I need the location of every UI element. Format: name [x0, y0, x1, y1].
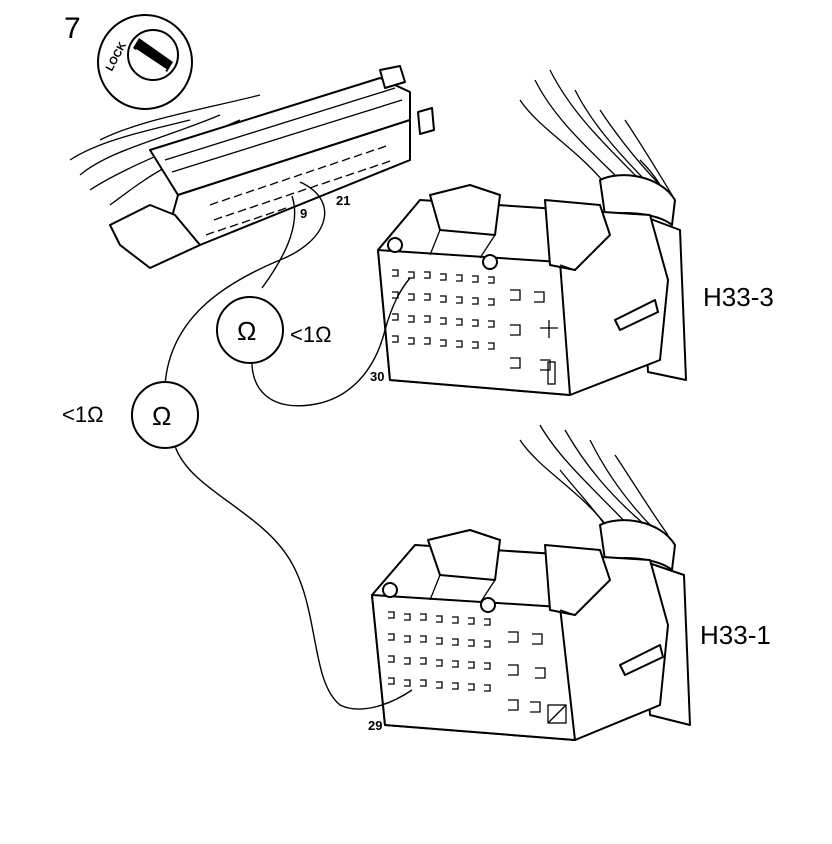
ohmmeter-2: Ω: [131, 381, 199, 449]
ohmmeter-1: Ω: [216, 296, 284, 364]
pin-label-30: 30: [370, 369, 384, 384]
measurement-reading-1: <1Ω: [290, 322, 332, 347]
pin-label-29: 29: [368, 718, 382, 733]
measurement-reading-2: <1Ω: [62, 402, 104, 427]
ecu-connector: [69, 65, 435, 269]
ohm-symbol: Ω: [152, 401, 171, 431]
connector-h33-1: [371, 424, 691, 741]
connector-label-h33-1: H33-1: [700, 620, 771, 650]
test-leads: [164, 181, 413, 710]
ignition-key-lock-icon: LOCK: [97, 14, 193, 110]
pin-label-21: 21: [336, 193, 350, 208]
step-number: 7: [64, 12, 81, 45]
pin-label-9: 9: [300, 206, 307, 221]
connector-h33-3: [377, 69, 687, 396]
ohm-symbol: Ω: [237, 316, 256, 346]
lock-text: LOCK: [104, 40, 129, 73]
connector-label-h33-3: H33-3: [703, 282, 774, 312]
